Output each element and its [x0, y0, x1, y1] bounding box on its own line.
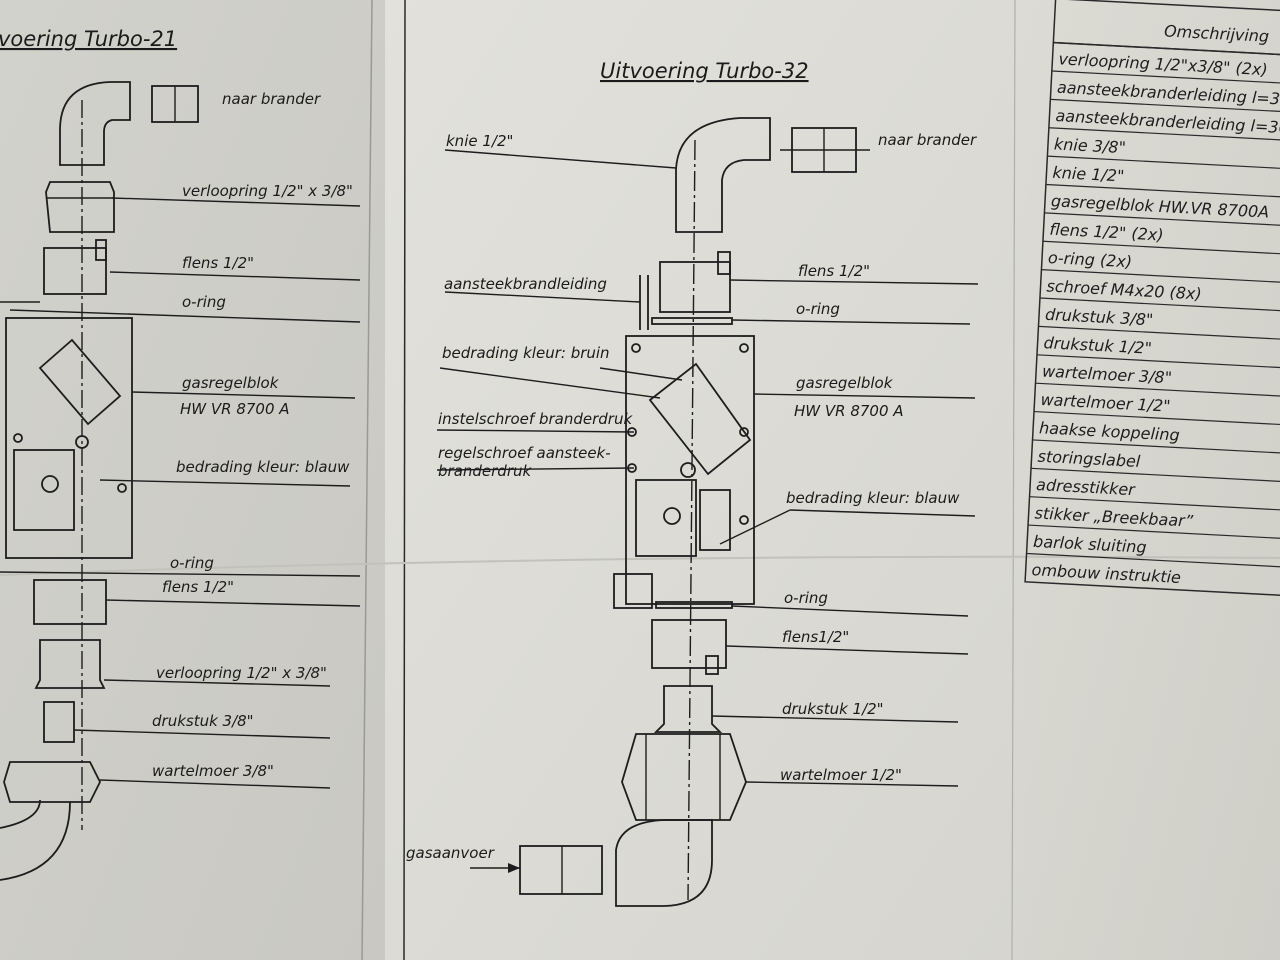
left-label-oring-bottom: o-ring — [170, 554, 214, 572]
table-row-divider — [1032, 439, 1280, 455]
table-row-divider — [1038, 325, 1280, 341]
label-gasregelblok: gasregelblok — [796, 374, 894, 392]
table-row-divider — [1042, 240, 1280, 256]
table-row-divider — [1033, 410, 1280, 426]
table-row-divider — [1044, 212, 1280, 228]
left-label-flens-bottom: flens 1/2" — [162, 578, 234, 596]
label-flens-top: flens 1/2" — [798, 262, 870, 280]
label-oring-bottom: o-ring — [784, 589, 828, 607]
label-regelschroef-2: branderdruk — [438, 462, 532, 480]
middle-panel — [385, 0, 1025, 960]
table-row-divider — [1030, 467, 1280, 483]
oring-top-part — [651, 317, 733, 325]
left-valve-block — [5, 317, 133, 559]
table-row-divider — [1039, 297, 1280, 313]
label-oring-top: o-ring — [796, 300, 840, 318]
left-elbow-bottom-part — [0, 799, 71, 881]
label-bedrading-blauw: bedrading kleur: blauw — [786, 489, 960, 507]
right-panel — [1025, 0, 1280, 960]
left-label-verloopring-bottom: verloopring 1/2" x 3/8" — [156, 664, 327, 682]
table-row-divider — [1045, 183, 1280, 199]
frame-border — [403, 0, 406, 960]
left-label-naar-brander: naar brander — [222, 90, 321, 108]
knie-part — [675, 117, 771, 233]
label-flens-bottom: flens1/2" — [782, 628, 849, 646]
label-knie: knie 1/2" — [446, 132, 513, 150]
table-row-divider — [1048, 127, 1280, 142]
left-flens-part — [43, 247, 107, 295]
left-wartelmoer-part — [3, 761, 102, 803]
wartelmoer-part — [621, 733, 747, 821]
main-axis — [687, 139, 696, 901]
left-diagram: voering Turbo-21 naar brander verlooprin… — [0, 27, 361, 881]
fold-line — [1011, 0, 1016, 960]
left-label-verloopring-top: verloopring 1/2" x 3/8" — [182, 182, 353, 200]
left-label-flens-top: flens 1/2" — [182, 254, 254, 272]
table-row-divider — [1041, 269, 1280, 284]
left-verloopring-bottom-part — [34, 639, 106, 689]
valve-block — [625, 335, 755, 605]
left-label-oring-top: o-ring — [182, 293, 226, 311]
table-row-divider — [1050, 98, 1280, 114]
label-aansteekbrandleiding: aansteekbrandleiding — [444, 275, 607, 293]
left-drukstuk-part — [43, 701, 75, 743]
table-row-divider — [1029, 496, 1280, 511]
left-flens-bottom-part — [33, 579, 107, 625]
table-row-divider — [1035, 382, 1280, 398]
main-diagram: Uitvoering Turbo-32 knie 1/2" naar brand… — [406, 59, 979, 907]
flens-bottom-part — [651, 619, 727, 669]
label-drukstuk: drukstuk 1/2" — [782, 700, 884, 718]
fold-line — [361, 0, 373, 960]
label-wartelmoer: wartelmoer 1/2" — [780, 766, 902, 784]
left-panel — [0, 0, 385, 960]
left-label-bedrading-blauw: bedrading kleur: blauw — [176, 458, 350, 476]
left-label-drukstuk: drukstuk 3/8" — [152, 712, 254, 730]
drukstuk-part — [653, 685, 723, 733]
left-verloopring-part — [45, 181, 115, 233]
oring-bottom-part — [655, 601, 733, 609]
table-row: knie 1/2" — [1052, 163, 1125, 186]
label-instelschroef: instelschroef branderdruk — [438, 410, 633, 428]
table-row-divider — [1051, 70, 1280, 86]
gasaanvoer-pipe — [519, 845, 603, 895]
flens-top-part — [659, 261, 731, 313]
table-row-divider — [1028, 524, 1280, 540]
left-label-hw-vr: HW VR 8700 A — [180, 400, 290, 418]
label-naar-brander: naar brander — [878, 131, 977, 149]
table-row-divider — [1036, 354, 1280, 369]
table-row-divider — [1047, 155, 1280, 171]
table-row: knie 3/8" — [1054, 134, 1127, 157]
label-gasaanvoer: gasaanvoer — [406, 844, 495, 862]
left-label-wartelmoer: wartelmoer 3/8" — [152, 762, 274, 780]
elbow-bottom-part — [615, 819, 713, 907]
table-row-divider — [1026, 552, 1280, 568]
left-label-gasregelblok: gasregelblok — [182, 374, 280, 392]
label-bedrading-bruin: bedrading kleur: bruin — [442, 344, 610, 362]
left-title: voering Turbo-21 — [0, 27, 177, 51]
label-regelschroef-1: regelschroef aansteek- — [438, 444, 611, 462]
main-title: Uitvoering Turbo-32 — [600, 59, 809, 83]
label-hw-vr: HW VR 8700 A — [794, 402, 904, 420]
table-row: o-ring (2x) — [1048, 248, 1133, 271]
left-elbow-part — [59, 81, 131, 166]
